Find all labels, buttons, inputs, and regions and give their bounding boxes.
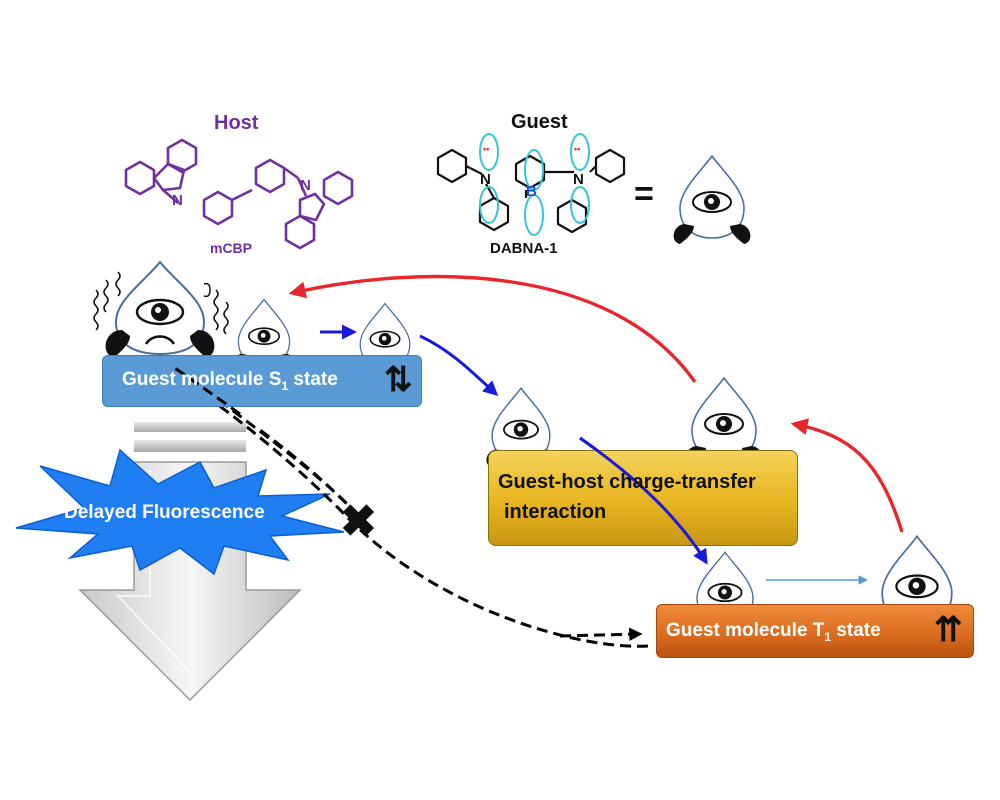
guest-title: Guest <box>511 111 568 133</box>
t1-state-box <box>656 604 974 658</box>
t1-spin-icon: ⇈ <box>934 611 963 649</box>
s1-spin-icon: ⇅ <box>384 361 413 399</box>
rise-arrow-right <box>790 418 904 533</box>
host-compound-name: mCBP <box>210 240 253 256</box>
s1-state-label: Guest molecule S1 state <box>122 369 338 393</box>
dabna-lone-pair-left: •• <box>483 144 489 154</box>
rise-arrow-top <box>288 274 697 383</box>
mcbp-structure <box>124 138 354 250</box>
cross-mark-icon: ✖ <box>340 497 377 546</box>
dabna-orbitals <box>479 133 590 236</box>
ct-label-line2: interaction <box>504 501 607 523</box>
t1-state-label: Guest molecule T1 state <box>666 620 881 644</box>
vibration-marks <box>93 271 229 335</box>
ct-label-line1: Guest-host charge-transfer <box>498 471 756 493</box>
t1-label-suffix: state <box>831 620 881 641</box>
host-title: Host <box>214 112 259 134</box>
s1-label-subscript: 1 <box>281 378 289 393</box>
guest-compound-name: DABNA-1 <box>490 240 558 257</box>
dabna-boron: B <box>526 183 537 200</box>
mcbp-n-right: N <box>300 177 311 194</box>
dashed-arrow-to-t1 <box>175 374 649 648</box>
large-down-arrow <box>78 422 302 702</box>
t1-label-prefix: Guest molecule T <box>666 620 825 641</box>
s1-to-ct-blue-arrow <box>419 334 499 397</box>
dabna-n-left: N <box>480 171 491 188</box>
dabna-lone-pair-right: •• <box>574 144 580 154</box>
dabna-structure <box>436 148 626 234</box>
s1-state-box <box>102 355 422 407</box>
charge-transfer-box <box>488 450 798 546</box>
delayed-fluorescence-label: Delayed Fluorescence <box>64 502 265 523</box>
dabna-n-right: N <box>573 171 584 188</box>
mcbp-n-left: N <box>172 192 183 209</box>
t1-label-subscript: 1 <box>824 629 832 644</box>
equals-sign: = <box>634 175 654 213</box>
sad-mascot <box>105 260 215 358</box>
guest-mascot-legend <box>672 155 752 245</box>
dashed-arrow-tail-t1 <box>559 627 643 642</box>
s1-label-prefix: Guest molecule S <box>122 369 282 390</box>
s1-label-suffix: state <box>288 369 338 390</box>
